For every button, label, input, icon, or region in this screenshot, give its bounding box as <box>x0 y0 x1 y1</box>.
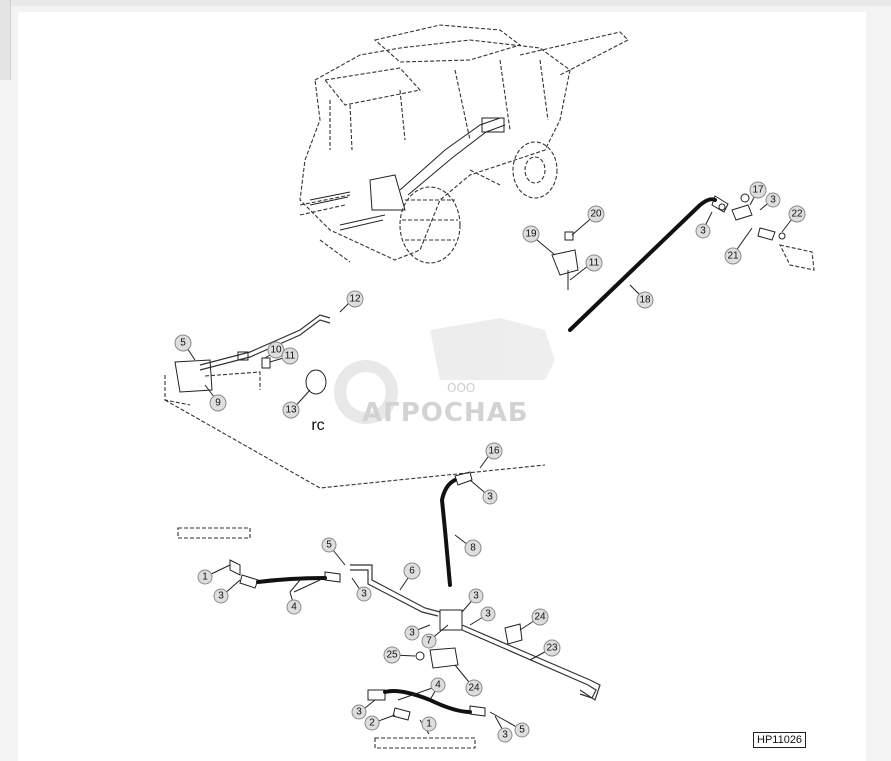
svg-text:5: 5 <box>326 540 332 551</box>
callout-4a: 4 <box>286 599 302 615</box>
svg-text:8: 8 <box>470 543 476 554</box>
svg-text:3: 3 <box>473 591 479 602</box>
svg-text:24: 24 <box>468 683 480 694</box>
svg-text:10: 10 <box>270 345 282 356</box>
svg-text:20: 20 <box>590 209 602 220</box>
watermark-prefix: ООО <box>447 381 475 395</box>
hose-8 <box>439 471 473 587</box>
svg-text:7: 7 <box>426 636 432 647</box>
svg-text:13: 13 <box>285 405 297 416</box>
callout-21: 21 <box>724 247 742 265</box>
callout-5: 5 <box>174 334 192 352</box>
svg-text:5: 5 <box>180 338 186 349</box>
svg-text:3: 3 <box>409 628 415 639</box>
callout-3d: 3 <box>213 588 229 604</box>
svg-text:11: 11 <box>285 351 296 362</box>
callout-9: 9 <box>209 394 227 412</box>
callout-11b: 11 <box>585 254 603 272</box>
callout-5b: 5 <box>321 537 337 553</box>
callout-24a: 24 <box>531 608 549 626</box>
callout-3b: 3 <box>695 223 711 239</box>
callout-3g: 3 <box>480 606 496 622</box>
callout-4b: 4 <box>430 677 446 693</box>
callout-3e: 3 <box>356 586 372 602</box>
svg-text:3: 3 <box>700 226 706 237</box>
svg-text:2: 2 <box>369 718 375 729</box>
callout-25: 25 <box>383 646 401 664</box>
pipe-12-assembly <box>164 314 546 489</box>
combine-harvester-outline <box>299 24 629 264</box>
svg-text:9: 9 <box>215 398 221 409</box>
clamp-19 <box>551 231 579 290</box>
stray-text: rc <box>311 417 324 434</box>
callout-7: 7 <box>421 633 437 649</box>
svg-text:3: 3 <box>361 589 367 600</box>
callout-2: 2 <box>364 715 380 731</box>
svg-text:12: 12 <box>349 294 361 305</box>
tee-junction <box>415 609 601 701</box>
svg-text:1: 1 <box>426 719 432 730</box>
svg-text:3: 3 <box>356 707 362 718</box>
callout-5c: 5 <box>514 722 530 738</box>
hose-18 <box>568 195 729 332</box>
callout-3c: 3 <box>482 489 498 505</box>
callout-22: 22 <box>788 205 806 223</box>
watermark-harvester-icon <box>430 318 555 380</box>
lower-left-lines <box>177 527 441 617</box>
svg-text:3: 3 <box>770 195 776 206</box>
svg-text:22: 22 <box>791 209 803 220</box>
svg-text:24: 24 <box>534 612 546 623</box>
left-strip <box>0 0 11 80</box>
svg-text:4: 4 <box>291 602 297 613</box>
svg-text:11: 11 <box>589 258 600 269</box>
callout-24b: 24 <box>465 679 483 697</box>
callout-1b: 1 <box>421 716 437 732</box>
svg-text:4: 4 <box>435 680 441 691</box>
svg-text:6: 6 <box>409 566 415 577</box>
watermark: ООО АГРОСНАБ <box>334 318 555 428</box>
callout-23: 23 <box>543 639 561 657</box>
svg-text:3: 3 <box>485 609 491 620</box>
svg-text:18: 18 <box>639 295 651 306</box>
callout-20: 20 <box>587 205 605 223</box>
fitting-group <box>731 193 815 271</box>
callout-6: 6 <box>403 562 421 580</box>
diagram-sheet <box>18 12 866 761</box>
callout-16: 16 <box>485 442 503 460</box>
callout-19: 19 <box>522 225 540 243</box>
svg-text:19: 19 <box>525 229 537 240</box>
callout-3j: 3 <box>497 727 513 743</box>
svg-text:23: 23 <box>546 643 558 654</box>
watermark-name: АГРОСНАБ <box>362 398 529 428</box>
svg-text:17: 17 <box>752 185 764 196</box>
callout-18: 18 <box>636 291 654 309</box>
callout-11: 11 <box>281 347 299 365</box>
svg-text:3: 3 <box>502 730 508 741</box>
callout-13: 13 <box>282 401 300 419</box>
callout-3f: 3 <box>468 588 484 604</box>
svg-text:16: 16 <box>488 446 500 457</box>
callout-3: 3 <box>765 192 781 208</box>
leader-lines <box>184 189 796 735</box>
callout-8: 8 <box>464 539 482 557</box>
callout-12: 12 <box>346 290 364 308</box>
figure-reference: HP11026 <box>753 732 807 748</box>
callout-3h: 3 <box>404 625 420 641</box>
svg-text:21: 21 <box>727 251 739 262</box>
svg-text:3: 3 <box>218 591 224 602</box>
callout-3i: 3 <box>351 704 367 720</box>
callout-17: 17 <box>749 181 767 199</box>
svg-text:1: 1 <box>202 572 208 583</box>
svg-text:25: 25 <box>386 650 398 661</box>
callout-1a: 1 <box>197 569 213 585</box>
top-strip <box>0 0 891 6</box>
svg-text:3: 3 <box>487 492 493 503</box>
svg-text:5: 5 <box>519 725 525 736</box>
